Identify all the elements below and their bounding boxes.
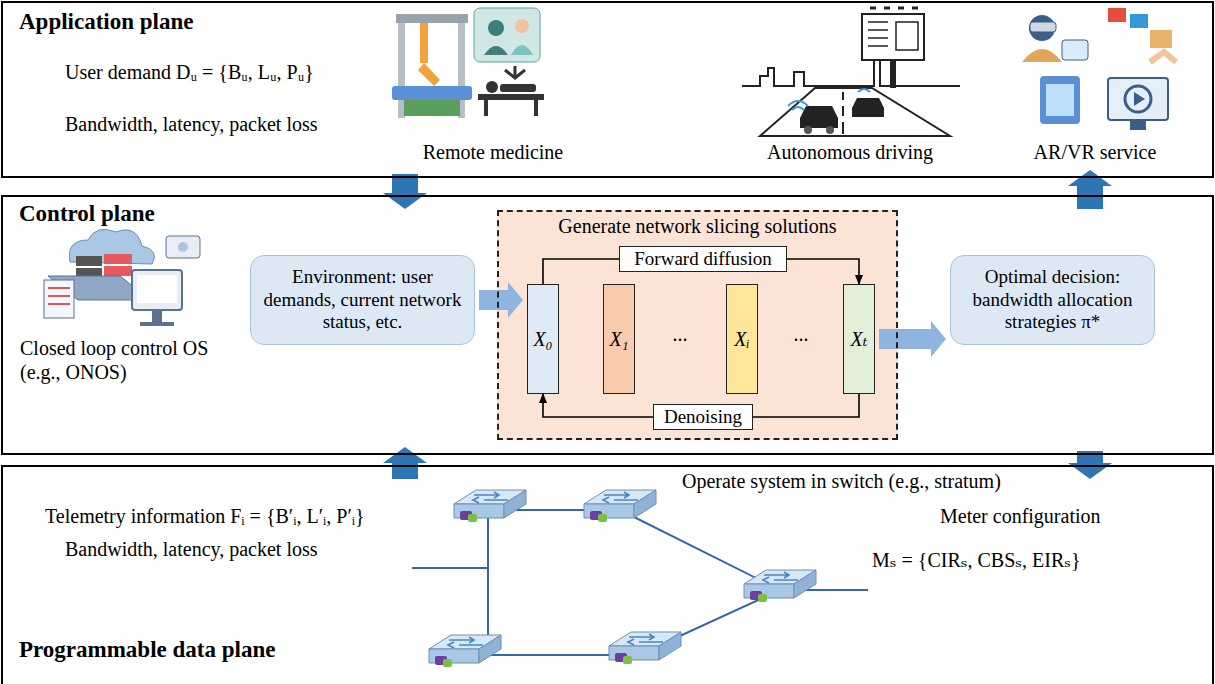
- plane-heading: Control plane: [19, 201, 155, 227]
- flow-line: [787, 259, 859, 284]
- plane-band: Application plane: [1, 1, 1214, 178]
- box-text: Xᵢ: [734, 328, 749, 351]
- telemetry-formula: Telemetry information Fᵢ = {B′ᵢ, L′ᵢ, P′…: [45, 504, 445, 528]
- meter-formula: Mₛ = {CIRₛ, CBSₛ, EIRₛ}: [872, 548, 1202, 572]
- ellipsis: ...: [660, 322, 700, 346]
- block-arrow: [479, 282, 523, 318]
- block-arrow: [383, 447, 427, 479]
- flow-line: [543, 394, 653, 417]
- plane-band: Programmable data plane: [1, 465, 1214, 684]
- process-label-box: Denoising: [653, 404, 753, 430]
- meter-caption: Meter configuration: [940, 504, 1180, 528]
- box-text: Forward diffusion: [634, 248, 771, 270]
- box-text: Environment: user demands, current netwo…: [261, 266, 464, 334]
- metric-list: Bandwidth, latency, packet loss: [65, 112, 365, 136]
- metric-list: Bandwidth, latency, packet loss: [65, 537, 365, 561]
- block-arrow: [1068, 170, 1112, 209]
- process-label-box: Forward diffusion: [619, 246, 787, 272]
- state-box: Xᵢ: [726, 284, 758, 394]
- ellipsis: ...: [781, 322, 821, 346]
- box-text: X₀: [533, 328, 552, 351]
- block-arrow: [879, 321, 946, 357]
- service-caption: Remote medicine: [398, 140, 588, 164]
- group-box: Generate network slicing solutionsX₀ X₁ Xᵢ…: [497, 210, 898, 440]
- plane-band: Control planeEnvironment: user demands, …: [1, 195, 1214, 455]
- demand-formula: User demand Dᵤ = {Bᵤ, Lᵤ, Pᵤ}: [65, 60, 445, 84]
- os-caption: Closed loop control OS (e.g., ONOS): [20, 336, 235, 384]
- service-caption: AR/VR service: [1005, 140, 1185, 164]
- process-box: Environment: user demands, current netwo…: [250, 255, 475, 345]
- state-box: X₀: [527, 284, 559, 394]
- switch-os-note: Operate system in switch (e.g., stratum): [682, 469, 1054, 493]
- service-caption: Autonomous driving: [740, 140, 960, 164]
- box-text: Optimal decision: bandwidth allocation s…: [961, 266, 1144, 334]
- box-text: Xₜ: [850, 327, 867, 351]
- box-text: X₁: [609, 328, 628, 351]
- box-text: Denoising: [664, 406, 742, 428]
- group-title: Generate network slicing solutions: [499, 215, 896, 238]
- switch-network: [412, 490, 868, 667]
- plane-heading: Application plane: [19, 9, 193, 35]
- group-ground: [497, 210, 898, 440]
- block-arrow: [383, 174, 427, 209]
- plane-heading: Programmable data plane: [19, 637, 275, 663]
- ar-vr-icon: [1022, 8, 1176, 130]
- process-box: Optimal decision: bandwidth allocation s…: [950, 255, 1155, 345]
- autonomous-driving-icon: [742, 8, 960, 136]
- flow-line: [543, 259, 619, 284]
- state-box: Xₜ: [843, 284, 875, 394]
- control-os-icon: [44, 229, 200, 326]
- remote-medicine-icon: [392, 8, 544, 118]
- flow-line: [753, 394, 859, 417]
- state-box: X₁: [603, 284, 635, 394]
